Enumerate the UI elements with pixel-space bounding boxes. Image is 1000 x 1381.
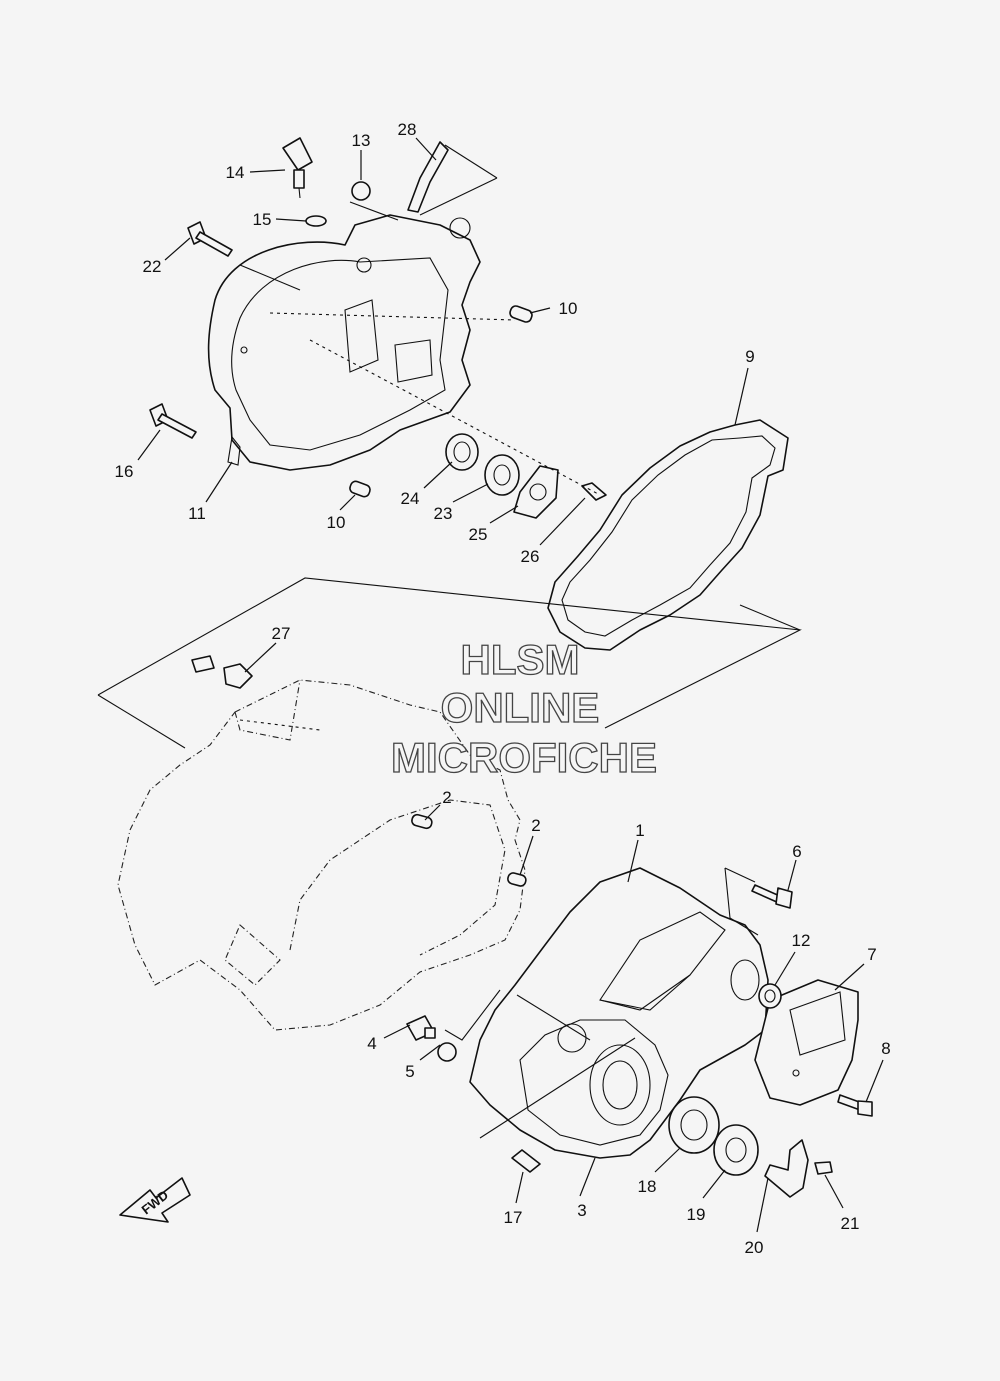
bolt-16 [149, 403, 197, 439]
drain-plug [406, 1015, 436, 1041]
callout-11: 11 [188, 504, 206, 523]
callout-17: 17 [504, 1208, 523, 1227]
plate [513, 465, 559, 519]
callout-8: 8 [881, 1039, 890, 1058]
gasket [547, 419, 789, 651]
callout-24: 24 [401, 489, 420, 508]
callout-12: 12 [792, 931, 811, 950]
callout-3: 3 [577, 1201, 586, 1220]
seal-12 [758, 983, 782, 1009]
circlip [764, 1139, 809, 1198]
callout-10b: 10 [327, 513, 346, 532]
bolt-22 [187, 221, 233, 257]
bolt-6 [751, 884, 793, 909]
fwd-arrow-icon: FWD [119, 1177, 191, 1223]
watermark: HLSM ONLINE MICROFICHE [390, 635, 657, 781]
callout-4: 4 [367, 1034, 376, 1053]
callout-18: 18 [638, 1177, 657, 1196]
callouts: 28 13 14 15 22 10 9 16 11 10 24 23 25 26… [115, 120, 891, 1257]
seal-19 [713, 1124, 759, 1176]
o-ring [305, 215, 327, 227]
callout-27: 27 [272, 624, 291, 643]
crankcase-cover-lower [469, 867, 769, 1159]
callout-20: 20 [745, 1238, 764, 1257]
callout-14: 14 [226, 163, 245, 182]
bolt-8 [837, 1094, 873, 1117]
screw-21 [814, 1161, 833, 1175]
callout-5: 5 [405, 1062, 414, 1081]
watermark-line-1: HLSM [461, 636, 580, 683]
callout-15: 15 [253, 210, 272, 229]
callout-9: 9 [745, 347, 754, 366]
engine-ghost-outline [117, 679, 526, 1031]
callout-16: 16 [115, 462, 134, 481]
callout-2b: 2 [531, 816, 540, 835]
callout-2a: 2 [442, 788, 451, 807]
oil-seal [445, 433, 479, 471]
callout-13: 13 [352, 131, 371, 150]
watermark-line-2: ONLINE [441, 684, 600, 731]
callout-28: 28 [398, 120, 417, 139]
callout-6: 6 [792, 842, 801, 861]
callout-22: 22 [143, 257, 162, 276]
leader-lines [137, 137, 884, 1233]
bearing-23 [484, 454, 520, 496]
callout-25: 25 [469, 525, 488, 544]
hose-clamp [191, 655, 253, 689]
callout-23: 23 [434, 504, 453, 523]
callout-26: 26 [521, 547, 540, 566]
bolt-17 [511, 1149, 541, 1173]
dowel-pin-lower [349, 480, 371, 498]
callout-10a: 10 [559, 299, 578, 318]
dowel-pin-upper [509, 305, 533, 323]
callout-19: 19 [687, 1205, 706, 1224]
frame-outline [97, 577, 802, 729]
washer-5 [437, 1042, 457, 1062]
dowel-pin-2b [507, 872, 527, 887]
watermark-line-3: MICROFICHE [391, 734, 657, 781]
collar [351, 181, 371, 201]
callout-1: 1 [635, 821, 644, 840]
oil-filler-plug [282, 137, 313, 199]
bracket [407, 141, 449, 213]
crankcase-cover-upper [207, 214, 481, 471]
cover-7 [754, 979, 859, 1106]
callout-21: 21 [841, 1214, 860, 1233]
bearing-18 [668, 1096, 720, 1154]
callout-7: 7 [867, 945, 876, 964]
screw-26 [581, 482, 607, 501]
